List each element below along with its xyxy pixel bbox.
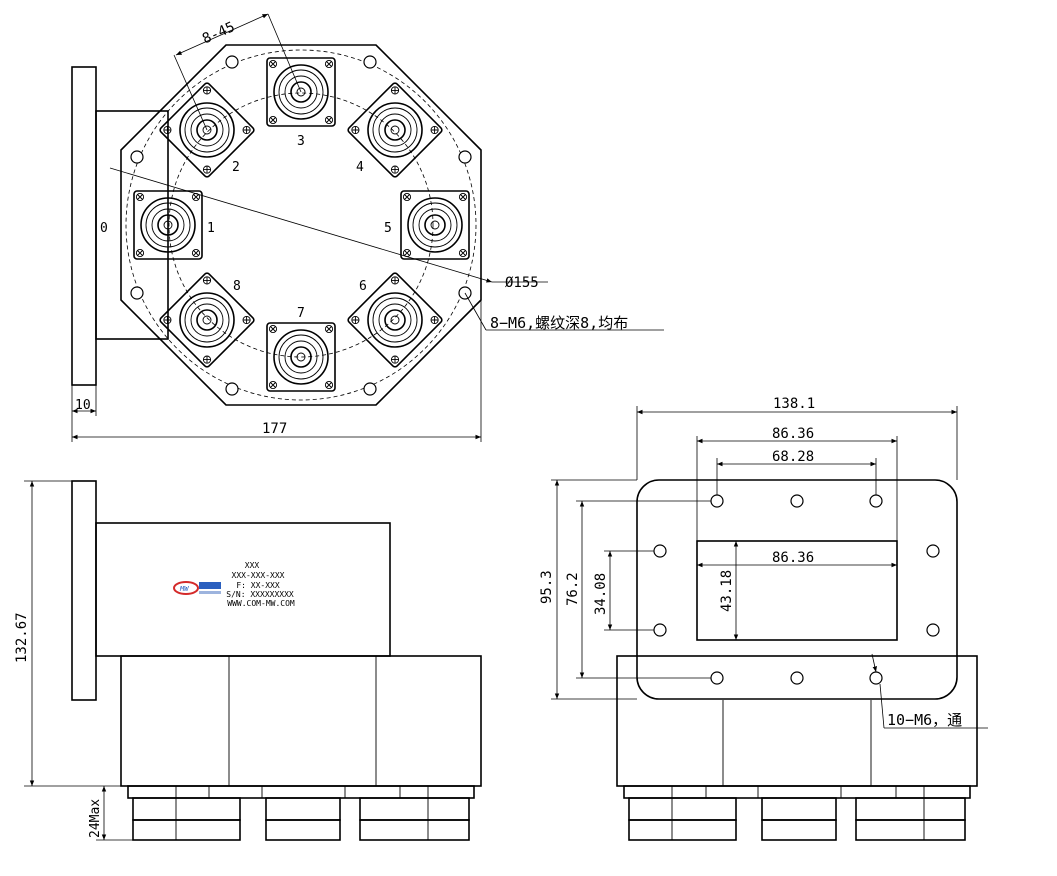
dim-hole-spacing-vertical: 76.2 [565, 500, 711, 679]
dim-aperture-width: 86.36 [697, 550, 897, 568]
dim-side-hole-spacing: 34.08 [593, 550, 654, 631]
dim-flange-thickness: 10 [71, 385, 97, 442]
top-flange [71, 66, 97, 386]
dim-connector-height: 24Max [88, 786, 133, 841]
overall-width-label: 177 [262, 421, 287, 437]
hole-note: 10−M6，通 [887, 711, 962, 729]
end-flange [636, 479, 958, 700]
dim-flange-width: 138.1 [636, 396, 958, 480]
dim-overall-width: 177 [72, 300, 482, 442]
top-waveguide-stub [95, 110, 169, 340]
bolt-circle [125, 49, 477, 401]
end-view: 138.1 86.36 68.28 86.36 43.18 [539, 396, 988, 841]
port-label-1: 1 [207, 221, 215, 236]
hole-spacing-outer-label: 86.36 [772, 426, 814, 442]
flange-holes [653, 494, 940, 685]
label-line-1: XXX [245, 561, 260, 570]
flange-width-label: 138.1 [773, 396, 815, 412]
logo: MW [173, 581, 221, 595]
port-label-0: 0 [100, 221, 108, 236]
end-connectors [623, 785, 971, 841]
diameter-leader: Ø155 [109, 167, 548, 291]
side-flange [71, 480, 97, 701]
port-labels: 0 1 2 3 4 5 6 7 8 [100, 134, 392, 321]
port-label-2: 2 [232, 160, 240, 175]
side-hole-spacing-label: 34.08 [593, 573, 609, 615]
port-label-5: 5 [384, 221, 392, 236]
port-label-6: 6 [359, 279, 367, 294]
hole-note-leader: 10−M6，通 [871, 653, 988, 729]
pitch-circle [168, 92, 434, 358]
label-line-2: XXX-XXX-XXX [232, 571, 285, 580]
flange-thickness-label: 10 [75, 398, 91, 413]
octagon-body [120, 44, 482, 406]
waveguide-aperture [696, 540, 898, 641]
port-label-4: 4 [356, 160, 364, 175]
dim-flange-height: 95.3 [539, 479, 637, 700]
label-line-5: WWW.COM-MW.COM [227, 599, 295, 608]
dim-aperture-height: 43.18 [719, 541, 739, 640]
aperture-width-label: 86.36 [772, 550, 814, 566]
aperture-height-label: 43.18 [719, 570, 735, 612]
ports [133, 57, 470, 392]
top-view: 0 1 2 3 4 5 6 7 8 8-45 Ø155 8−M6,螺纹深8,均布 [71, 13, 664, 442]
connector-height-label: 24Max [88, 799, 103, 838]
dim-height: 132.67 [14, 480, 121, 787]
port-label-8: 8 [233, 279, 241, 294]
label-line-3: F: XX-XXX [236, 581, 280, 590]
dim-hole-spacing-outer: 86.36 [696, 426, 898, 541]
product-label: MW XXX XXX-XXX-XXX F: XX-XXX S/N: XXXXXX… [173, 561, 295, 608]
height-label: 132.67 [14, 612, 30, 663]
port-label-7: 7 [297, 306, 305, 321]
hole-spacing-vertical-label: 76.2 [565, 572, 581, 606]
dim-hole-spacing-inner: 68.28 [716, 449, 877, 495]
angle-label: 8-45 [200, 19, 237, 47]
label-line-4: S/N: XXXXXXXXX [226, 590, 294, 599]
mount-holes [130, 55, 472, 396]
side-body [120, 655, 482, 787]
hole-spacing-inner-label: 68.28 [772, 449, 814, 465]
flange-height-label: 95.3 [539, 570, 555, 604]
logo-text: MW [179, 585, 189, 593]
thread-leader: 8−M6,螺纹深8,均布 [464, 292, 664, 332]
side-view: MW XXX XXX-XXX-XXX F: XX-XXX S/N: XXXXXX… [14, 480, 482, 841]
port-label-3: 3 [297, 134, 305, 149]
thread-note: 8−M6,螺纹深8,均布 [490, 314, 628, 332]
side-connectors [127, 785, 475, 841]
diameter-label: Ø155 [505, 275, 539, 291]
